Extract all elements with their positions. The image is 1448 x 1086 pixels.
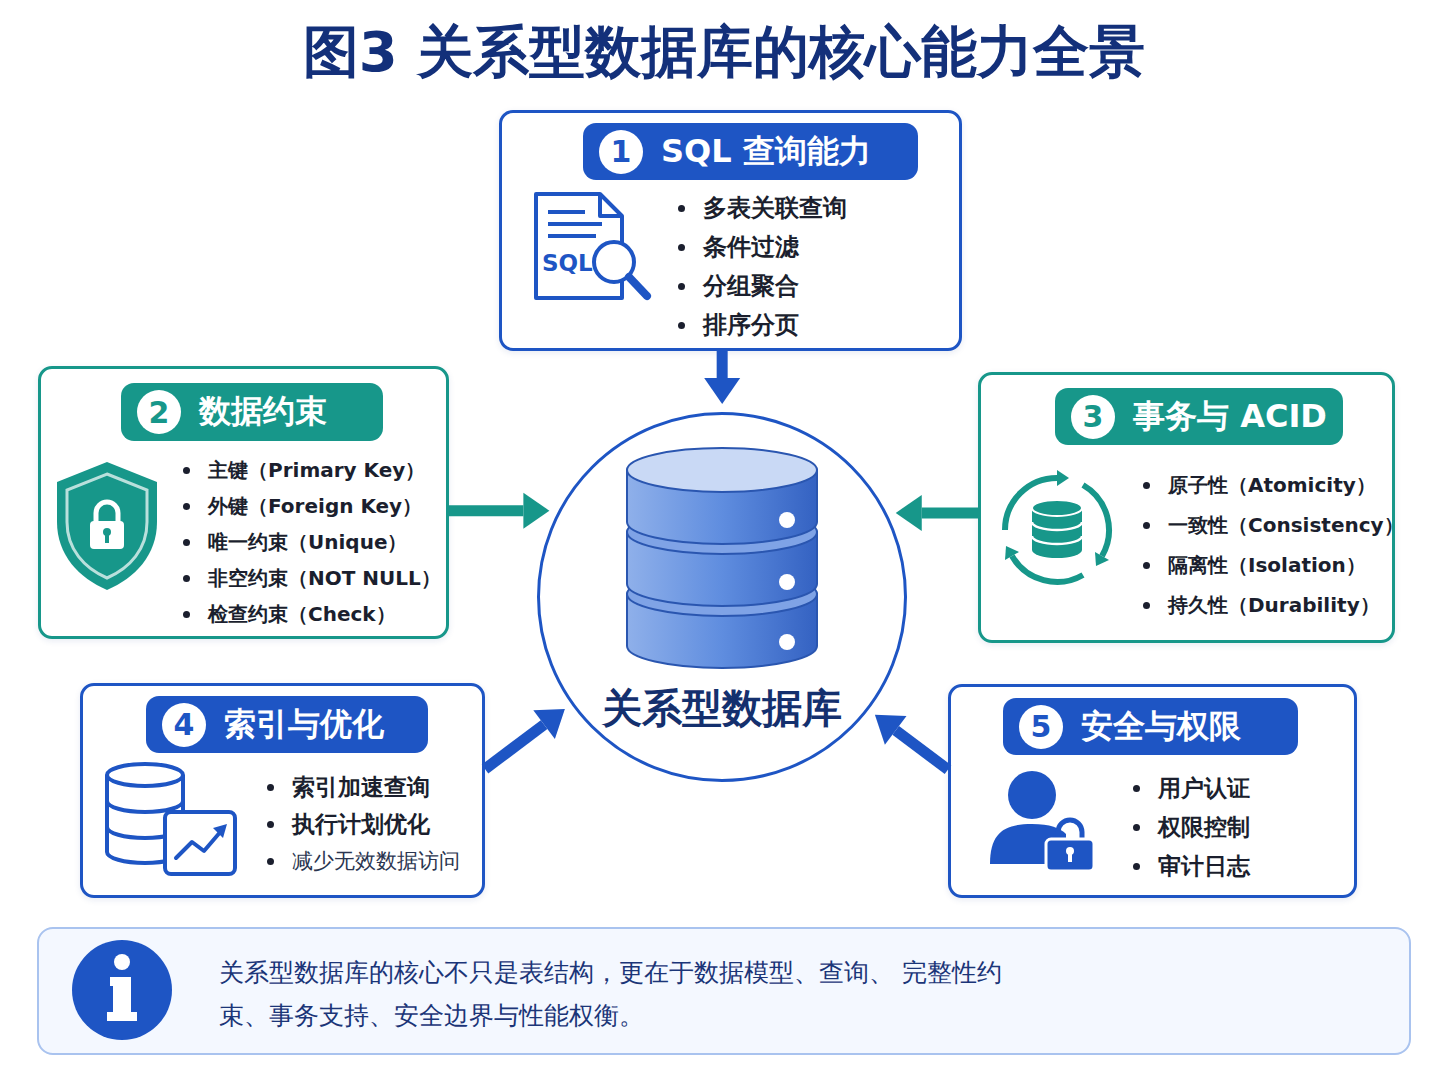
callout-number: 1 — [599, 130, 643, 174]
bullet-dot — [183, 611, 190, 618]
diagram-title: 图3 关系型数据库的核心能力全景 — [0, 14, 1448, 90]
icon-label: SQL — [542, 250, 593, 276]
callout-number: 2 — [137, 390, 181, 434]
header-pill: 2 数据约束 — [121, 383, 383, 441]
bullet-dot — [183, 503, 190, 510]
box-heading: 安全与权限 — [1081, 705, 1241, 749]
flow-arrow — [449, 505, 523, 516]
bullet-item: 外键（Foreign Key） — [208, 492, 422, 520]
box-heading: 事务与 ACID — [1133, 395, 1327, 439]
center-label: 关系型数据库 — [540, 684, 904, 732]
bullet-item: 用户认证 — [1158, 772, 1250, 804]
box-heading: SQL 查询能力 — [661, 130, 871, 174]
header-pill: 1 SQL 查询能力 — [583, 123, 918, 180]
bullet-item: 一致性（Consistency） — [1168, 511, 1404, 539]
bullet-dot — [1143, 482, 1150, 489]
bullet-item: 主键（Primary Key） — [208, 456, 425, 484]
flow-arrow — [922, 507, 978, 518]
bullet-item: 审计日志 — [1158, 850, 1250, 882]
bullet-dot — [183, 467, 190, 474]
flow-arrow — [717, 351, 728, 378]
bullet-item: 非空约束（NOT NULL） — [208, 564, 441, 592]
flow-arrow — [896, 730, 948, 769]
bullet-item: 多表关联查询 — [703, 191, 847, 225]
bullet-item: 唯一约束（Unique） — [208, 528, 407, 556]
bullet-dot — [183, 539, 190, 546]
bullet-item: 条件过滤 — [703, 230, 799, 264]
bullet-dot — [678, 244, 685, 251]
bullet-dot — [267, 821, 274, 828]
bullet-item: 检查约束（Check） — [208, 600, 396, 628]
bullet-dot — [1133, 863, 1140, 870]
callout-number: 5 — [1019, 705, 1063, 749]
bullet-dot — [1143, 562, 1150, 569]
capability-box: 1 SQL 查询能力多表关联查询条件过滤分组聚合排序分页 — [499, 110, 962, 351]
info-box: 关系型数据库的核心不只是表结构，更在于数据模型、查询、 完整性约束、事务支持、安… — [37, 927, 1411, 1055]
bullet-dot — [1133, 785, 1140, 792]
center-circle: 关系型数据库 — [537, 412, 907, 782]
bullet-item: 原子性（Atomicity） — [1168, 471, 1376, 499]
bullet-item: 分组聚合 — [703, 269, 799, 303]
bullet-item: 索引加速查询 — [292, 771, 430, 803]
header-pill: 3 事务与 ACID — [1055, 388, 1343, 445]
box-heading: 索引与优化 — [224, 703, 384, 747]
capability-box: 4 索引与优化索引加速查询执行计划优化减少无效数据访问 — [80, 683, 485, 898]
capability-box: 2 数据约束主键（Primary Key） 外键（Foreign Key） 唯一约束（… — [38, 366, 449, 639]
bullet-dot — [1133, 824, 1140, 831]
bullet-dot — [1143, 602, 1150, 609]
bullet-item: 执行计划优化 — [292, 808, 430, 840]
bullet-dot — [183, 575, 190, 582]
info-note: 关系型数据库的核心不只是表结构，更在于数据模型、查询、 完整性约束、事务支持、安… — [219, 951, 1009, 1037]
bullet-item: 隔离性（Isolation） — [1168, 551, 1366, 579]
callout-number: 4 — [162, 703, 206, 747]
bullet-dot — [678, 283, 685, 290]
bullet-item: 持久性（Durability） — [1168, 591, 1380, 619]
bullet-dot — [678, 322, 685, 329]
bullet-item: 排序分页 — [703, 308, 799, 342]
capability-box: 5 安全与权限用户认证权限控制审计日志 — [948, 684, 1357, 898]
callout-number: 3 — [1071, 395, 1115, 439]
flow-arrow — [485, 725, 544, 769]
header-pill: 4 索引与优化 — [146, 696, 428, 753]
bullet-dot — [678, 205, 685, 212]
bullet-dot — [267, 858, 274, 865]
header-pill: 5 安全与权限 — [1003, 698, 1298, 755]
box-heading: 数据约束 — [199, 390, 327, 434]
bullet-dot — [267, 784, 274, 791]
bullet-item: 减少无效数据访问 — [292, 845, 460, 877]
bullet-item: 权限控制 — [1158, 811, 1250, 843]
bullet-dot — [1143, 522, 1150, 529]
capability-box: 3事务与 ACID原子性（Atomicity）一致性（Consistency）隔… — [978, 372, 1395, 643]
